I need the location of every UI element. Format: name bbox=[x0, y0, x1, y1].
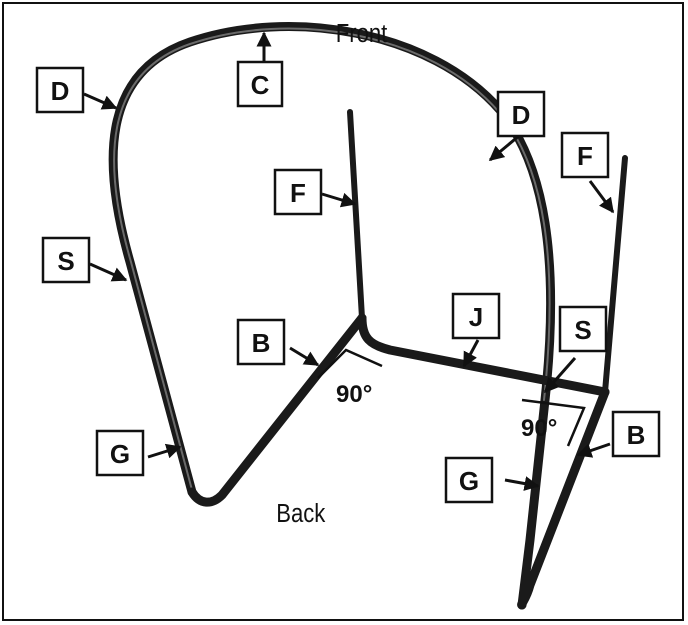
label-g-right: G bbox=[444, 456, 494, 504]
arrow-d-left bbox=[83, 92, 118, 110]
label-b-right: B bbox=[611, 410, 661, 458]
arrow-s-right bbox=[543, 357, 577, 394]
arrow-j bbox=[462, 339, 480, 368]
arrow-f-right bbox=[588, 180, 615, 214]
label-d-left-text: D bbox=[51, 76, 70, 106]
callout-arrows bbox=[83, 31, 615, 491]
arrow-g-left bbox=[147, 443, 182, 459]
arrow-d-right bbox=[488, 133, 521, 162]
label-f-left-text: F bbox=[290, 178, 306, 208]
angle-bracket-right bbox=[521, 398, 586, 447]
label-f-right: F bbox=[560, 131, 610, 179]
label-g-left: G bbox=[95, 429, 145, 477]
arrow-g-right bbox=[504, 476, 540, 491]
label-s-right-text: S bbox=[574, 315, 591, 345]
angle-bracket-left bbox=[317, 348, 383, 379]
angle-marker-right: 90° bbox=[521, 398, 586, 447]
label-c: C bbox=[236, 60, 284, 108]
label-b-right-text: B bbox=[627, 420, 646, 450]
arrow-b-right bbox=[576, 442, 611, 458]
right-base-tube bbox=[517, 387, 610, 610]
label-g-right-text: G bbox=[459, 466, 479, 496]
label-s-right: S bbox=[558, 305, 608, 353]
arrow-b-left bbox=[289, 346, 320, 367]
angle-marker-left: 90° bbox=[317, 348, 383, 408]
angle-label-right: 90° bbox=[521, 415, 557, 442]
back-heading: Back bbox=[276, 499, 326, 528]
cross-tube-j bbox=[357, 313, 610, 397]
front-heading: Front bbox=[336, 19, 388, 48]
arrow-s-left bbox=[89, 262, 128, 282]
label-s-left: S bbox=[41, 236, 91, 284]
arch-tube bbox=[108, 22, 556, 610]
tube-frame bbox=[108, 22, 628, 610]
arrow-f-left bbox=[321, 192, 357, 208]
label-b-left: B bbox=[236, 318, 286, 366]
right-upright-tube bbox=[602, 155, 628, 395]
angle-label-left: 90° bbox=[336, 381, 372, 408]
label-j-text: J bbox=[469, 302, 483, 332]
label-j: J bbox=[451, 292, 501, 340]
label-d-left: D bbox=[35, 66, 85, 114]
left-upright-tube bbox=[347, 109, 365, 321]
label-d-right-text: D bbox=[512, 100, 531, 130]
label-g-left-text: G bbox=[110, 439, 130, 469]
arch-tube-highlight bbox=[113, 27, 551, 491]
left-base-tube bbox=[187, 313, 367, 507]
label-f-left: F bbox=[273, 168, 323, 216]
label-f-right-text: F bbox=[577, 141, 593, 171]
label-s-left-text: S bbox=[57, 246, 74, 276]
label-b-left-text: B bbox=[252, 328, 271, 358]
label-d-right: D bbox=[496, 90, 546, 138]
label-c-text: C bbox=[251, 70, 270, 100]
